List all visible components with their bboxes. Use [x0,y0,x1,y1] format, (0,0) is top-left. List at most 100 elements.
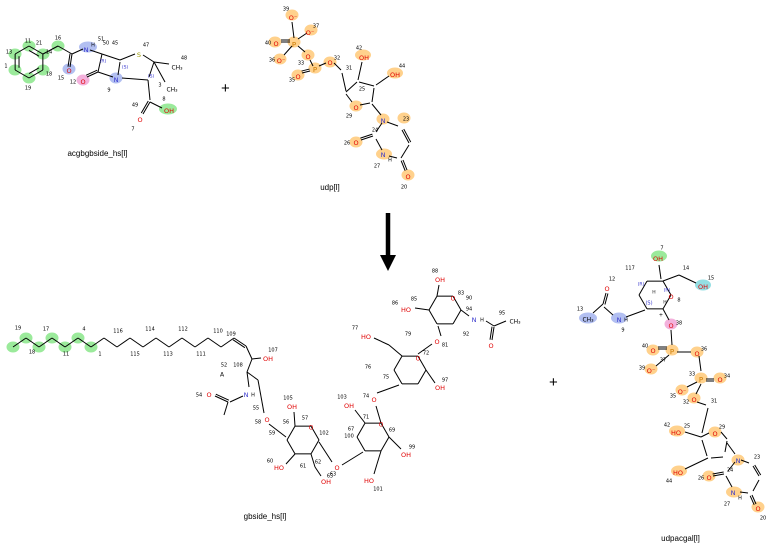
atom-number-label: 12 [609,277,615,283]
atom-symbol: O [334,464,339,472]
atom-highlight-orange [401,169,415,181]
atom-symbol: P [313,66,317,74]
atom-number-label: 11 [25,39,31,45]
atom-symbol: O⁻ [306,29,315,37]
bond [101,53,121,61]
bond [119,53,136,61]
atom-number-label: 61 [300,464,306,470]
atom-number-label: 79 [405,332,411,338]
atom-number-label: 75 [383,375,389,381]
bond [491,326,495,341]
double-bond [754,464,762,476]
bond [436,284,440,297]
atom-number-label: 47 [143,43,149,49]
atom-number-label: 103 [337,395,347,401]
bond [318,62,327,67]
bond [333,62,342,71]
bond [181,337,196,348]
molecule-label-udpacgal: udpacgal[l] [661,534,700,543]
bond [662,274,680,282]
atom-number-label: 40 [642,344,648,350]
double-bond [67,53,71,67]
bond [90,337,105,348]
atom-number-label: 39 [283,7,289,13]
atom-symbol: O [451,296,456,303]
ring-bond [310,439,320,455]
bond [149,101,163,109]
atom-symbol: N [381,151,386,159]
atom-highlight-orange [355,49,371,61]
bond [670,329,673,346]
bond [301,70,311,74]
bond [69,53,73,68]
bond [71,48,84,55]
atom-number-label: 107 [268,348,278,354]
bond [739,491,749,494]
atom-number-label: 57 [302,416,308,422]
atom-symbol: O [273,40,278,48]
atom-symbol: S [137,51,141,59]
bond [89,49,103,55]
atom-number-label: 12 [70,80,76,86]
atom-highlight-orange [268,36,282,48]
bond [97,53,103,73]
bond [360,135,374,141]
bond [51,337,66,348]
atom-number-label: 42 [664,423,670,429]
atom-number-label: 23 [403,117,409,123]
atom-number-label: 1 [4,64,7,70]
bond [375,405,382,424]
atom-symbol: HO [274,464,284,472]
bond [425,369,436,384]
atom-number-label: 81 [442,343,448,349]
bond [684,457,709,470]
aromatic-inner-bond [28,67,40,74]
atom-symbol: O⁻ [647,367,656,375]
atom-number-label: 92 [463,332,469,338]
atom-number-label: 113 [163,352,173,358]
atom-symbol: O [371,396,376,404]
atom-symbol: OH [287,403,297,411]
atom-highlight-orange [675,384,689,396]
atom-number-label: CH₃ [171,65,183,72]
bond [724,440,728,453]
atom-symbol: O [650,347,655,355]
atom-number-label: 88 [432,269,438,275]
atom-highlight-green [159,103,177,115]
bond [246,371,259,381]
bond [25,337,40,348]
bond [696,401,707,406]
atom-number-label: H [91,43,95,49]
aromatic-inner-bond [28,50,40,57]
bond [103,337,118,348]
atom-number-label: 33 [298,61,304,67]
bond [371,103,382,116]
atom-number-label: H [624,318,628,324]
bond [345,93,353,103]
atom-number-label: 27 [724,502,730,508]
atom-symbol: OH [390,71,400,79]
atom-number-label: 19 [25,86,31,92]
atom-number-label: 26 [698,476,704,482]
atom-number-label: H [251,393,255,399]
atom-number-label: 74 [363,394,369,400]
ring-bond [417,369,427,385]
bond [233,337,247,347]
atom-highlight-orange [323,56,337,68]
atom-number-label: 76 [365,365,371,371]
atom-number-label: 32 [683,400,689,406]
molecule-label-acgbgbside-hs: acgbgbside_hs[l] [67,149,128,158]
atom-symbol: OH [698,283,708,291]
bond [309,59,314,67]
ring-bond [393,369,403,385]
bond [485,320,495,327]
atom-highlight-orange [708,426,722,438]
atom-number-label: 32 [334,56,340,62]
atom-number-label: 37 [313,24,319,30]
bond [297,45,306,53]
atom-symbol: O [668,293,673,301]
bond [246,358,253,373]
atom-number-label: 14 [46,50,52,56]
bond [662,308,670,321]
bond [64,337,79,348]
